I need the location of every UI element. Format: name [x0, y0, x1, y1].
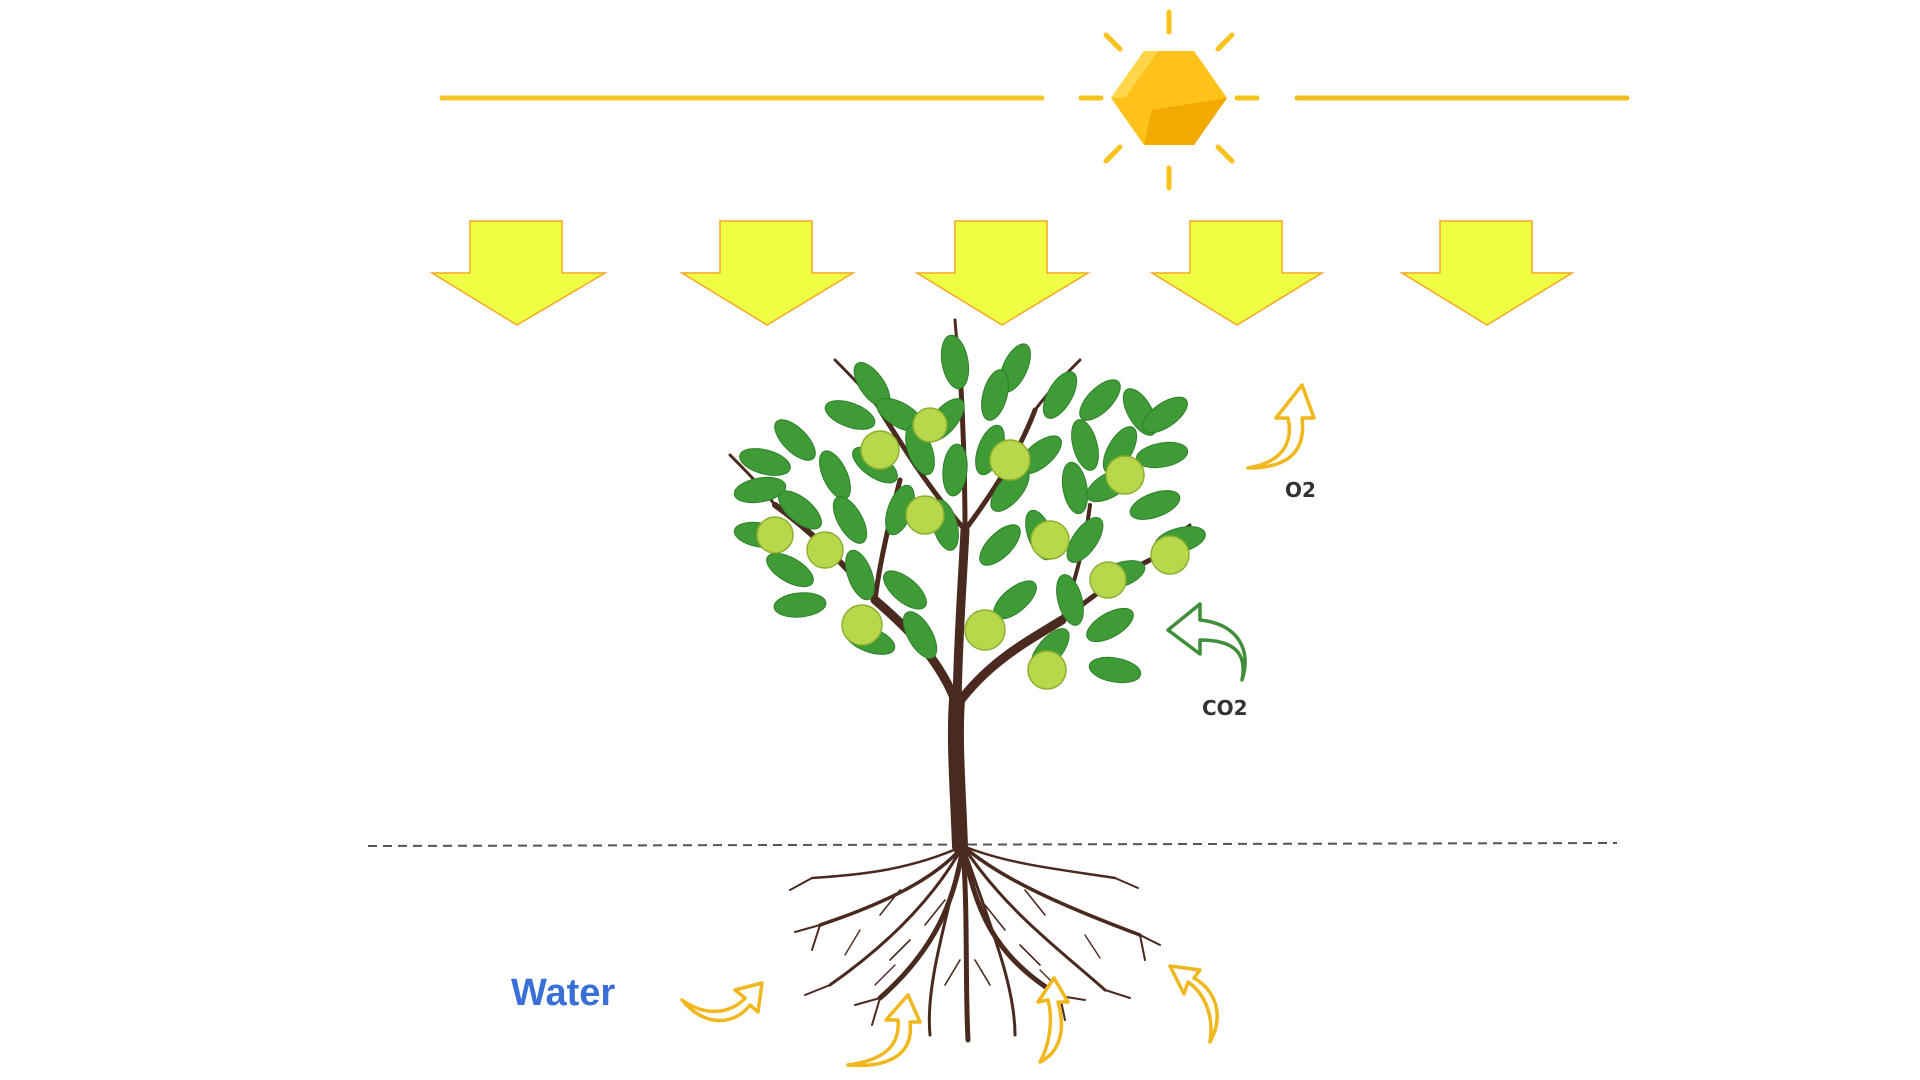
light-arrow-5 — [1399, 220, 1575, 326]
light-arrow-4 — [1149, 220, 1325, 326]
light-arrows — [429, 220, 1575, 326]
water-arrow-1 — [680, 981, 764, 1023]
water-label: Water — [511, 972, 615, 1014]
tree-roots — [789, 843, 1161, 1043]
light-arrow-3 — [914, 220, 1091, 326]
light-arrow-2 — [679, 220, 856, 326]
water-arrow-4 — [1168, 964, 1219, 1044]
sun-icon — [1078, 9, 1260, 191]
water-arrow-3 — [1036, 976, 1070, 1064]
tree-fruits — [756, 407, 1190, 690]
light-arrow-1 — [429, 220, 608, 326]
water-arrows — [680, 964, 1219, 1068]
o2-arrow — [1246, 383, 1316, 470]
water-arrow-2 — [846, 993, 922, 1068]
tree — [728, 318, 1206, 1043]
ground-line — [367, 842, 1618, 847]
co2-label: CO2 — [1202, 696, 1248, 720]
o2-label: O2 — [1285, 478, 1316, 502]
co2-arrow — [1166, 602, 1247, 682]
